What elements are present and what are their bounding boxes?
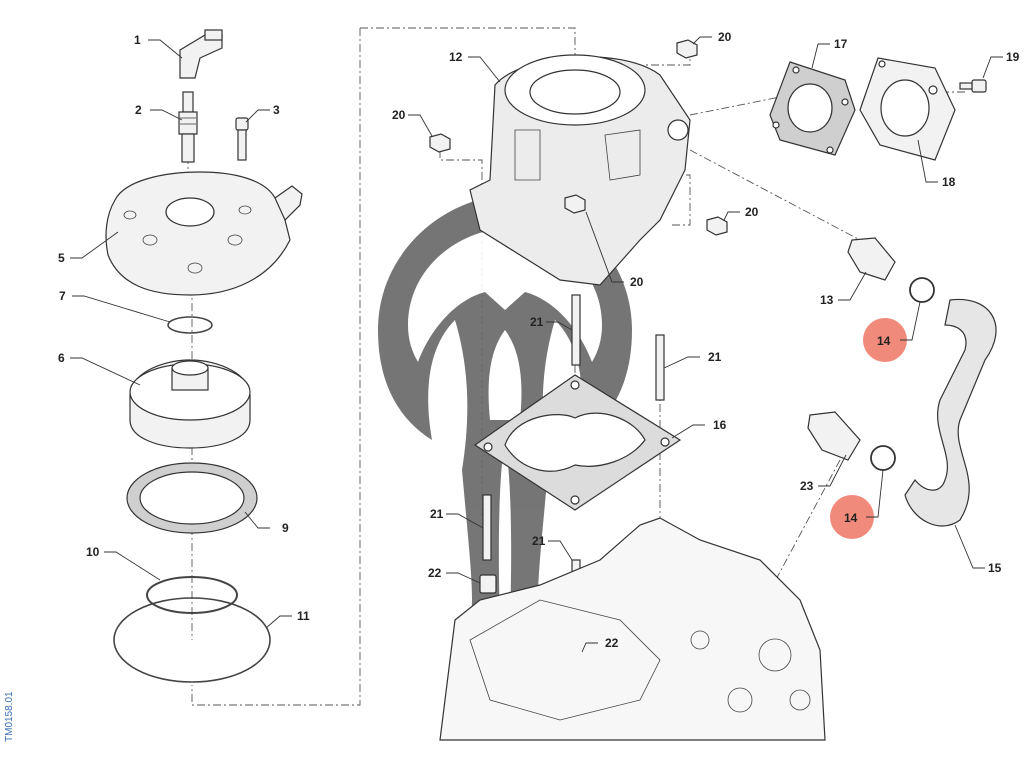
highlight-marker-14-lower [830, 495, 874, 539]
callout-22-a: 22 [428, 566, 442, 580]
screw-icon [959, 79, 987, 93]
callout-10: 10 [86, 545, 100, 559]
callout-21-a: 21 [530, 315, 544, 329]
cylinder-head-icon [105, 171, 303, 296]
o-ring-icon [167, 316, 213, 334]
callout-5: 5 [58, 251, 65, 265]
callout-1: 1 [134, 33, 141, 47]
callout-23: 23 [800, 479, 814, 493]
callout-9: 9 [282, 521, 289, 535]
crankcase-icon [439, 517, 826, 741]
callout-20-left: 20 [392, 108, 406, 122]
exhaust-gasket-icon [769, 61, 856, 156]
callout-labels: 1 2 3 5 7 6 9 10 11 12 20 20 20 20 17 18… [58, 30, 1020, 650]
reference-code: TM0158.01 [4, 691, 15, 742]
callout-11: 11 [297, 609, 310, 623]
callout-14-upper: 14 [877, 334, 891, 348]
nut-icon [429, 39, 728, 236]
coolant-hose-icon [904, 298, 997, 527]
hose-fitting-icon [807, 237, 896, 461]
spark-plug-icon [178, 91, 198, 163]
outer-o-ring-icon [113, 597, 271, 683]
callout-20-right: 20 [745, 205, 759, 219]
callout-12: 12 [449, 50, 463, 64]
callout-21-b: 21 [708, 350, 722, 364]
callout-19: 19 [1006, 50, 1020, 64]
callout-2: 2 [135, 103, 142, 117]
bolt-icon [235, 117, 249, 161]
spark-plug-cap-icon [179, 29, 223, 79]
callout-20-center: 20 [630, 275, 644, 289]
exhaust-flange-icon [859, 57, 956, 161]
inner-o-ring-icon [146, 576, 238, 614]
callout-21-d: 21 [532, 534, 546, 548]
cylinder-icon [469, 54, 691, 286]
callout-21-c: 21 [430, 507, 444, 521]
callout-18: 18 [942, 175, 956, 189]
head-gasket-icon [126, 462, 258, 534]
hose-clamp-icon [870, 277, 935, 471]
callout-14-lower: 14 [844, 511, 858, 525]
callout-6: 6 [58, 351, 65, 365]
callout-22-b: 22 [605, 636, 619, 650]
callout-7: 7 [59, 289, 66, 303]
callout-3: 3 [273, 103, 280, 117]
callout-15: 15 [988, 561, 1002, 575]
head-insert-icon [129, 359, 251, 449]
highlight-marker-14-upper [863, 318, 907, 362]
assembly-guide-lines [187, 27, 965, 741]
callout-20-top: 20 [718, 30, 732, 44]
callout-17: 17 [834, 37, 848, 51]
callout-leader-lines [70, 36, 1003, 653]
callout-16: 16 [713, 418, 727, 432]
callout-13: 13 [820, 293, 834, 307]
base-gasket-icon [473, 374, 682, 511]
